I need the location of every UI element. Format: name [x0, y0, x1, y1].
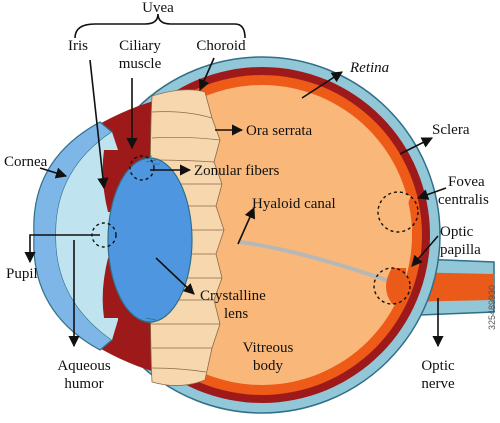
- zonular-highlight: [129, 155, 155, 181]
- optic-papilla-label-1: Optic: [440, 224, 474, 240]
- aqueous-humor-label-1: Aqueous: [57, 358, 110, 374]
- cornea-label: Cornea: [4, 154, 48, 170]
- vitreous-body-label-1: Vitreous: [243, 340, 294, 356]
- optic-nerve-label-1: Optic: [421, 358, 455, 374]
- hyaloid-canal-label: Hyaloid canal: [252, 196, 336, 212]
- ciliary-muscle-label-2: muscle: [119, 56, 162, 72]
- crystalline-lens-label-1: Crystalline: [200, 288, 266, 304]
- fovea-centralis-label-2: centralis: [438, 192, 489, 208]
- zonular-fibers: [139, 155, 160, 325]
- sclera-label: Sclera: [432, 122, 470, 138]
- crystalline-lens-label-2: lens: [224, 306, 248, 322]
- uvea-label: Uvea: [142, 0, 174, 16]
- crystalline-lens: [107, 157, 193, 323]
- aqueous-humor-label-2: humor: [64, 376, 103, 392]
- pupil-label: Pupil: [6, 266, 38, 282]
- stock-watermark-id: 325489930: [487, 285, 497, 330]
- vitreous-body-label-2: body: [253, 358, 284, 374]
- ora-serrata-label: Ora serrata: [246, 123, 313, 139]
- retina-label: Retina: [349, 60, 389, 76]
- optic-papilla-label-2: papilla: [440, 242, 481, 258]
- optic-papilla-highlight: [373, 267, 411, 305]
- optic-nerve-label-2: nerve: [421, 376, 455, 392]
- ciliary-muscle-label-1: Ciliary: [119, 38, 161, 54]
- hyaloid-canal: [239, 240, 396, 285]
- zonular-fibers-label: Zonular fibers: [194, 163, 280, 179]
- choroid-label: Choroid: [196, 38, 246, 54]
- fovea-centralis-label-1: Fovea: [448, 174, 485, 190]
- optic-disc: [386, 268, 406, 304]
- iris-label: Iris: [68, 38, 88, 54]
- fovea-pit: [401, 193, 413, 232]
- leader-arrows: [24, 57, 447, 348]
- uvea-brace: [74, 13, 246, 39]
- fovea-highlight: [377, 191, 419, 233]
